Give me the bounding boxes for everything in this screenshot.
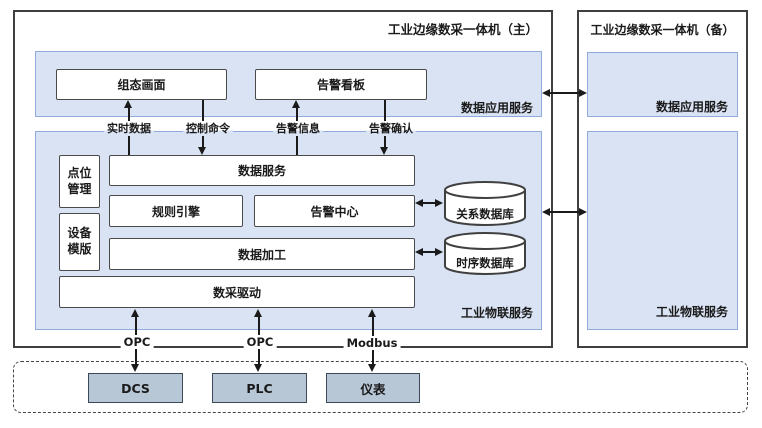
alarm-ack-flow-label: 告警确认 [366, 121, 416, 136]
arrow-left-icon [542, 207, 550, 216]
backup-iot-service-panel [587, 131, 738, 330]
arrow-up-icon [124, 100, 132, 108]
arrow-up-icon [292, 100, 300, 108]
alarm-info-flow-label: 告警信息 [273, 121, 323, 136]
arrow-left-icon [415, 247, 423, 256]
database-cylinder-icon [444, 232, 526, 275]
arrow-down-icon [368, 364, 376, 372]
data-processing-node: 数据加工 [109, 238, 415, 270]
arrow-right-icon [435, 247, 443, 256]
backup-app-service-label: 数据应用服务 [655, 100, 728, 114]
arrow-up-icon [254, 309, 262, 317]
arrow-up-icon [131, 309, 139, 317]
processing-db-link-line [421, 251, 437, 253]
arrow-left-icon [542, 88, 550, 97]
hmi-screen-node: 组态画面 [56, 69, 227, 100]
database-cylinder-icon [444, 181, 526, 226]
plc-device-node: PLC [212, 373, 307, 403]
alarm-center-node: 告警中心 [254, 195, 415, 227]
arrow-right-icon [579, 88, 587, 97]
device-template-label: 设备模版 [67, 226, 92, 256]
arrow-right-icon [435, 198, 443, 207]
point-management-node: 点位管理 [59, 155, 100, 208]
meter-device-node: 仪表 [326, 373, 420, 403]
arrow-up-icon [368, 309, 376, 317]
relational-db-cylinder: 关系数据库 [443, 180, 527, 228]
main-app-service-label: 数据应用服务 [460, 101, 533, 115]
arrow-down-icon [254, 364, 262, 372]
alarm-db-link-line [421, 202, 437, 204]
main-backup-sync-line [549, 211, 580, 213]
alarm-board-node: 告警看板 [255, 69, 427, 100]
arrow-right-icon [579, 207, 587, 216]
arrow-down-icon [380, 147, 388, 155]
control-cmd-flow-label: 控制命令 [183, 121, 233, 136]
backup-iot-service-label: 工业物联服务 [655, 305, 728, 319]
modbus-protocol-label: Modbus [343, 336, 401, 350]
realtime-data-flow-label: 实时数据 [104, 121, 154, 136]
rule-engine-node: 规则引擎 [109, 195, 243, 227]
main-iot-service-label: 工业物联服务 [460, 306, 533, 320]
opc-protocol-label-1: OPC [120, 335, 154, 349]
relational-db-label: 关系数据库 [456, 207, 514, 221]
data-service-node: 数据服务 [109, 155, 415, 186]
arrow-down-icon [131, 364, 139, 372]
point-management-label: 点位管理 [67, 165, 92, 196]
backup-unit-title: 工业边缘数采一体机（备） [590, 23, 735, 37]
dcs-device-node: DCS [88, 373, 183, 403]
daq-driver-node: 数采驱动 [59, 276, 415, 308]
device-template-node: 设备模版 [59, 213, 100, 271]
timeseries-db-cylinder: 时序数据库 [443, 231, 527, 277]
timeseries-db-label: 时序数据库 [456, 256, 514, 270]
main-backup-sync-line [549, 92, 580, 94]
main-unit-title: 工业边缘数采一体机（主） [387, 22, 538, 37]
arrow-down-icon [198, 147, 206, 155]
arrow-left-icon [415, 198, 423, 207]
backup-app-service-panel [587, 52, 738, 117]
opc-protocol-label-2: OPC [243, 335, 277, 349]
